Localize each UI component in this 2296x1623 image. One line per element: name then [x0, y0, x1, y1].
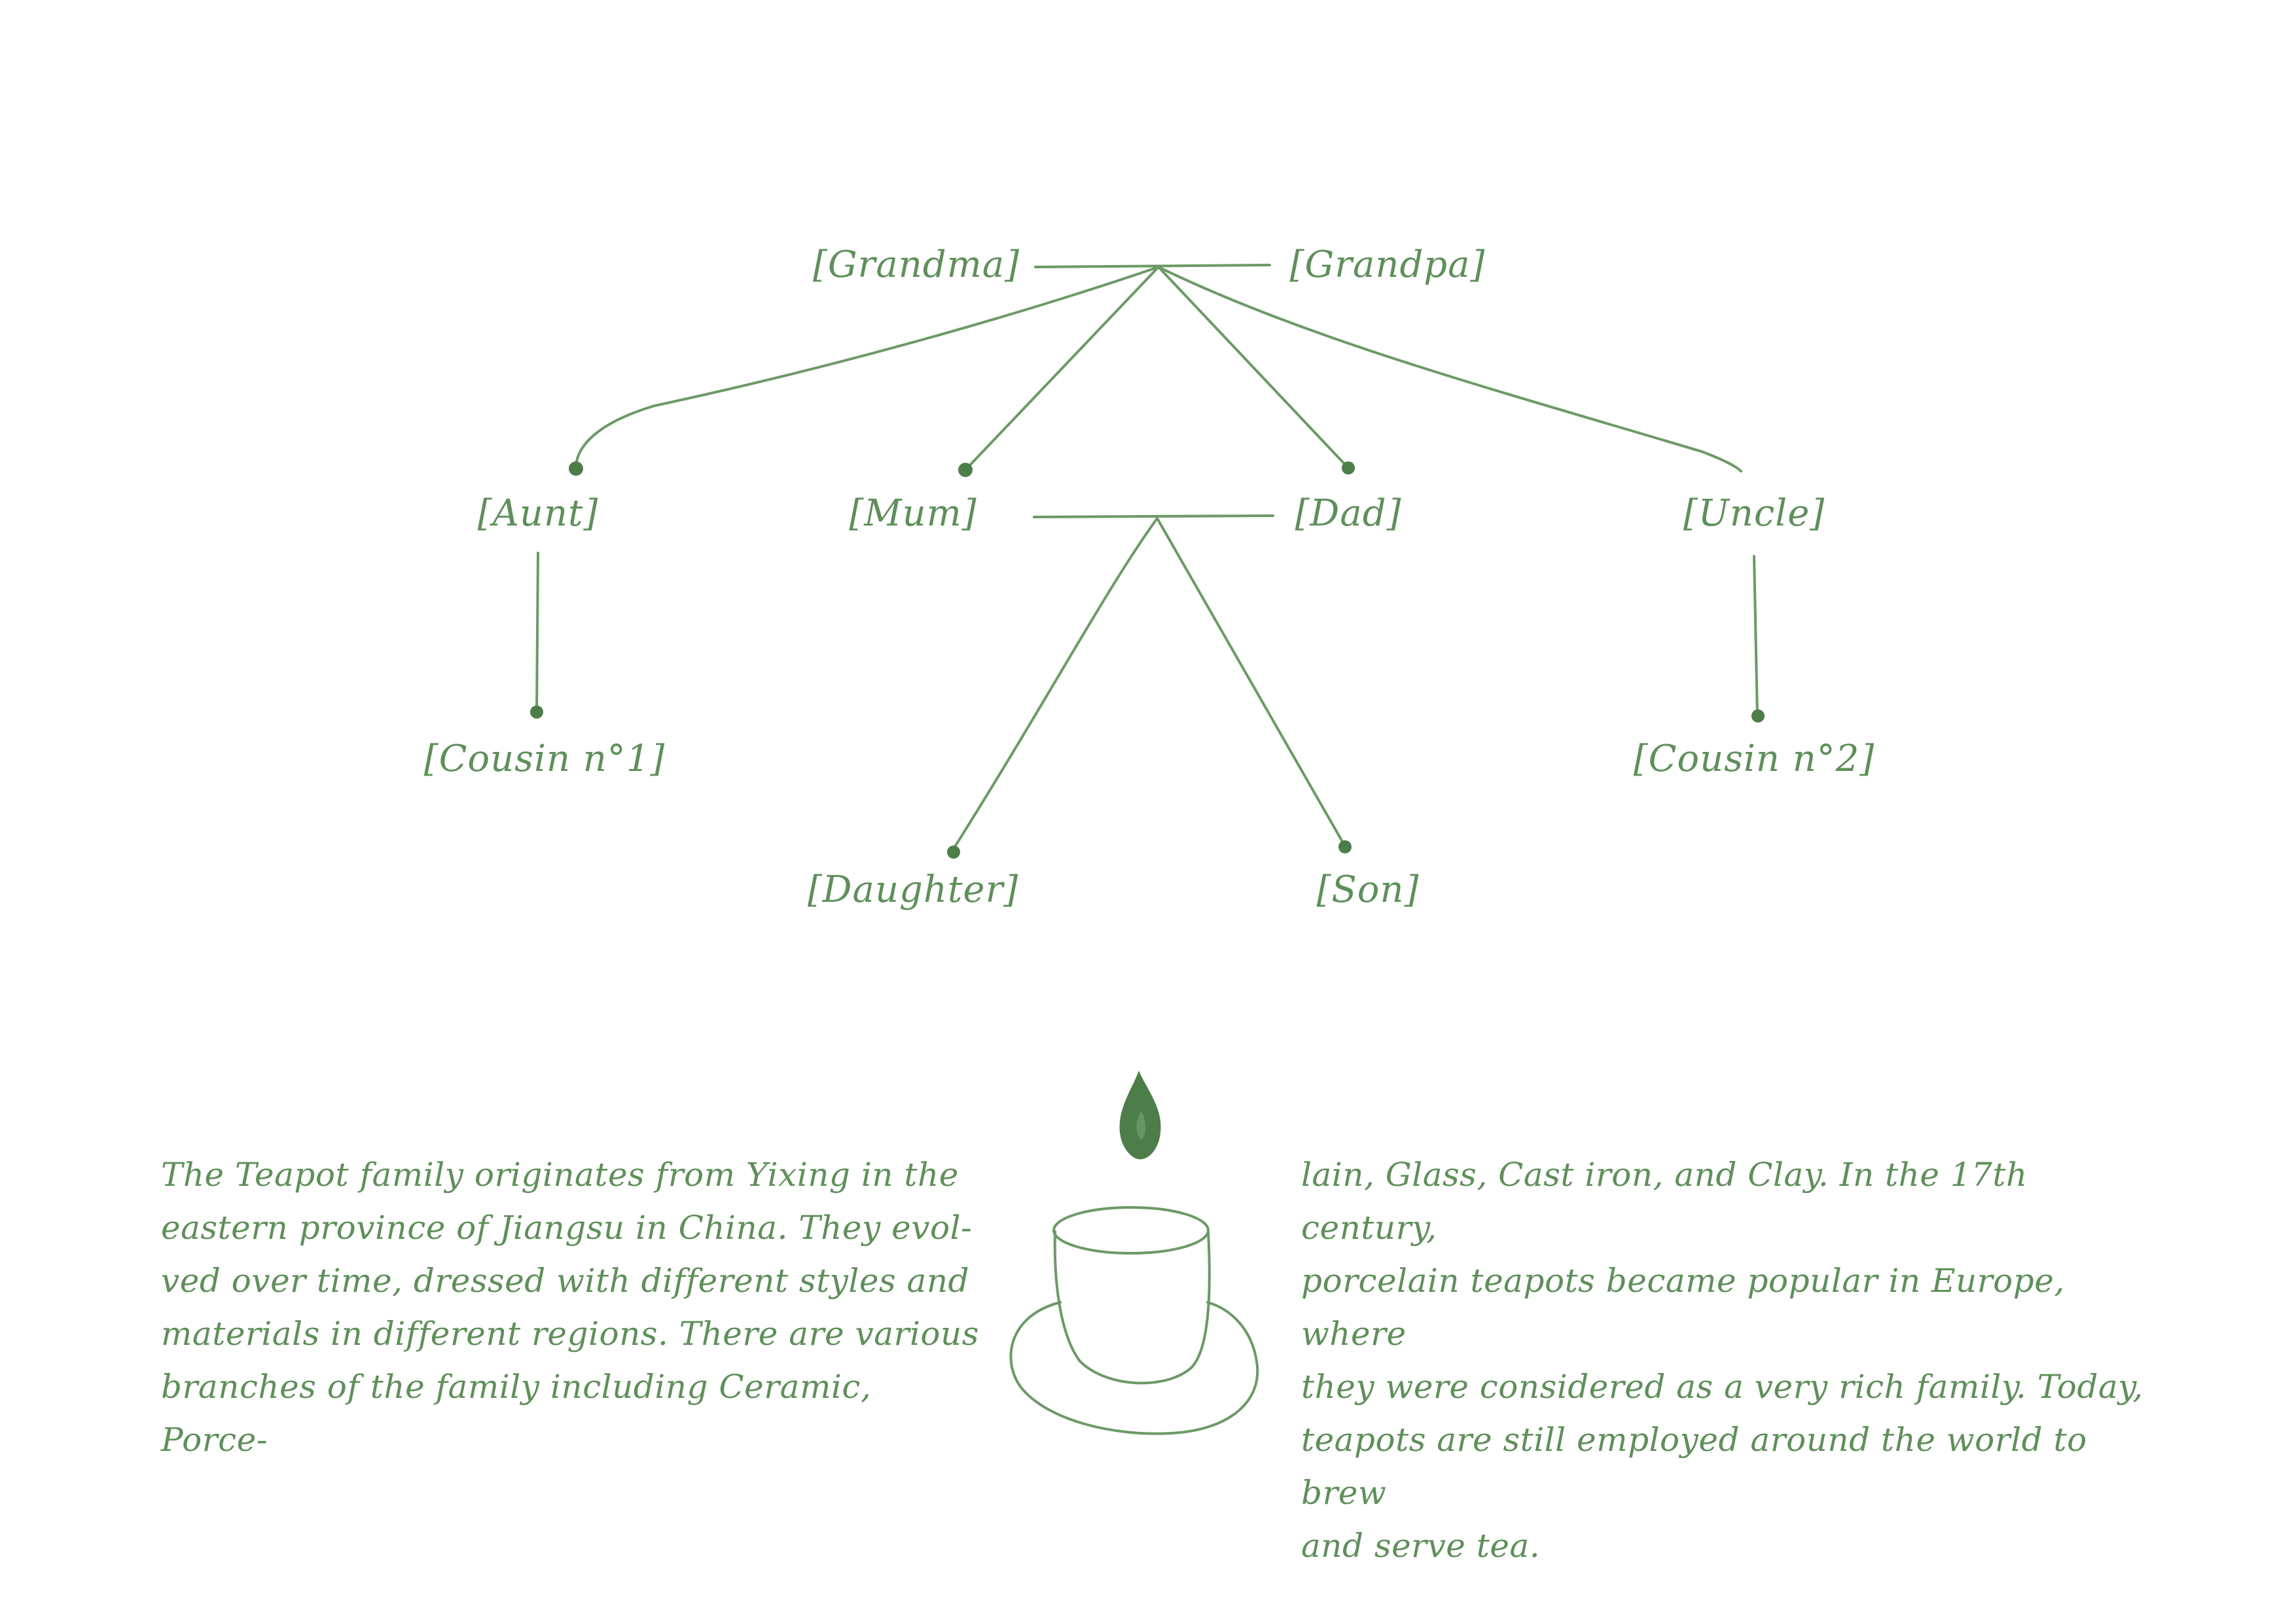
line-aunt-cousin1	[537, 553, 538, 712]
line-uncle-cousin2	[1754, 556, 1757, 715]
dot-cousin1	[530, 705, 543, 719]
node-cousin1: [Cousin n°1]	[424, 736, 666, 782]
tea-drop-icon	[1121, 1073, 1160, 1158]
dot-dad	[1342, 461, 1355, 474]
dot-cousin2	[1751, 709, 1765, 722]
node-dad: [Dad]	[1295, 491, 1402, 537]
node-cousin2: [Cousin n°2]	[1634, 736, 1875, 782]
dot-daughter	[947, 846, 960, 859]
couple-line-parents	[1034, 516, 1273, 517]
line-grandparents-dad	[1158, 267, 1348, 468]
couple-line-grandparents	[1035, 265, 1270, 267]
line-parents-son	[1157, 518, 1345, 846]
node-aunt: [Aunt]	[478, 491, 599, 537]
connector-dots	[530, 461, 1765, 859]
dot-aunt	[569, 461, 583, 476]
node-grandma: [Grandma]	[813, 242, 1020, 288]
text-paragraph-left: The Teapot family originates from Yixing…	[161, 1149, 986, 1467]
teacup-icon	[1011, 1207, 1257, 1434]
line-grandparents-aunt	[576, 267, 1158, 468]
line-grandparents-uncle	[1158, 267, 1741, 471]
node-daughter: [Daughter]	[808, 867, 1018, 913]
node-grandpa: [Grandpa]	[1290, 242, 1486, 288]
node-uncle: [Uncle]	[1683, 491, 1825, 537]
dot-son	[1338, 840, 1352, 853]
line-parents-daughter	[952, 518, 1157, 851]
node-mum: [Mum]	[849, 491, 977, 537]
connector-lines	[537, 265, 1757, 851]
dot-mum	[958, 463, 973, 477]
node-son: [Son]	[1317, 867, 1420, 913]
text-paragraph-right: lain, Glass, Cast iron, and Clay. In the…	[1301, 1149, 2165, 1573]
